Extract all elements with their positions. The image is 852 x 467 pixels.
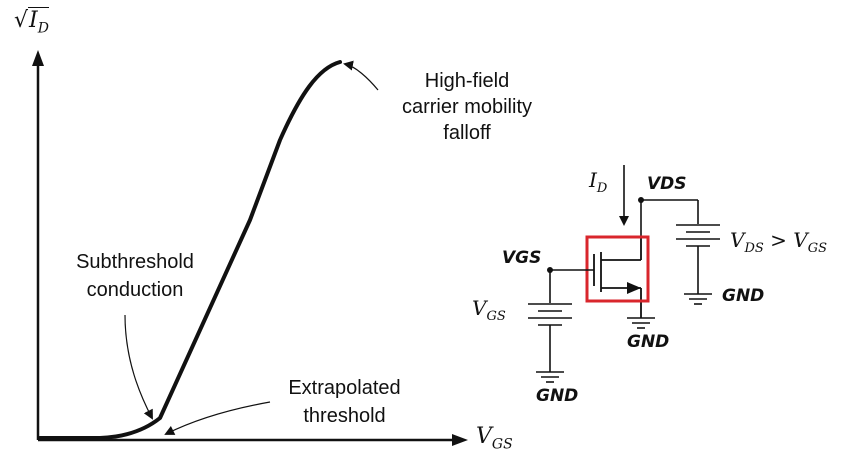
mosfet-highlight-box <box>585 235 650 303</box>
gnd-label-source: GND <box>627 332 670 352</box>
vds-node-dot <box>638 197 644 203</box>
y-axis-label: √ID <box>14 7 49 37</box>
vgs-battery-symbol <box>528 303 572 326</box>
subthreshold-line-2: conduction <box>86 279 184 301</box>
extrapolated-line-2: threshold <box>303 405 386 427</box>
y-axis-arrowhead <box>32 50 44 66</box>
vgs-source-label-subscript: GS <box>486 309 506 324</box>
x-axis-arrowhead <box>452 434 468 446</box>
vgs-ground-symbol <box>536 371 564 383</box>
vds-source-label-subscript: DS <box>744 241 764 256</box>
subthreshold-line-1: Subthreshold <box>76 251 194 273</box>
high-field-pointer <box>343 60 379 91</box>
vds-source-label: VDS > VGS <box>730 228 827 256</box>
vds-source-label-text: V <box>730 228 745 252</box>
vds-node-label: VDS <box>647 174 687 194</box>
subthreshold-pointer <box>124 314 153 420</box>
high-field-line-3: falloff <box>443 122 491 144</box>
y-axis-radicand: I <box>29 8 38 33</box>
extrapolated-annotation: Extrapolated threshold <box>262 374 427 430</box>
extrapolated-pointer <box>164 401 271 435</box>
extrapolated-line-1: Extrapolated <box>288 377 401 399</box>
x-axis-label-text: V <box>476 424 492 449</box>
x-axis-label: VGS <box>476 424 513 452</box>
high-field-line-1: High-field <box>424 70 510 92</box>
id-label: ID <box>589 168 607 196</box>
source-ground-symbol <box>627 317 655 329</box>
vds-relation-subscript: GS <box>807 241 828 256</box>
y-axis-subscript: D <box>37 20 49 37</box>
sqrt-id-curve <box>38 60 342 440</box>
mosfet-symbol <box>593 238 642 318</box>
vgs-source-label: VGS <box>472 296 506 324</box>
mosfet-source-arrowhead <box>627 282 641 294</box>
vds-ground-symbol <box>684 293 712 305</box>
x-axis-subscript: GS <box>491 436 513 453</box>
high-field-line-2: carrier mobility <box>401 96 533 118</box>
vgs-source-label-text: V <box>472 296 487 320</box>
high-field-annotation: High-field carrier mobility falloff <box>382 68 552 146</box>
vgs-node-label: VGS <box>502 248 542 268</box>
vds-battery-symbol <box>676 224 720 247</box>
vds-relation-text: > V <box>763 228 808 252</box>
subthreshold-annotation: Subthreshold conduction <box>45 248 225 304</box>
gnd-label-vgs: GND <box>536 386 579 406</box>
id-label-text: I <box>589 168 597 192</box>
gnd-label-vds: GND <box>722 286 765 306</box>
id-label-subscript: D <box>596 181 608 196</box>
